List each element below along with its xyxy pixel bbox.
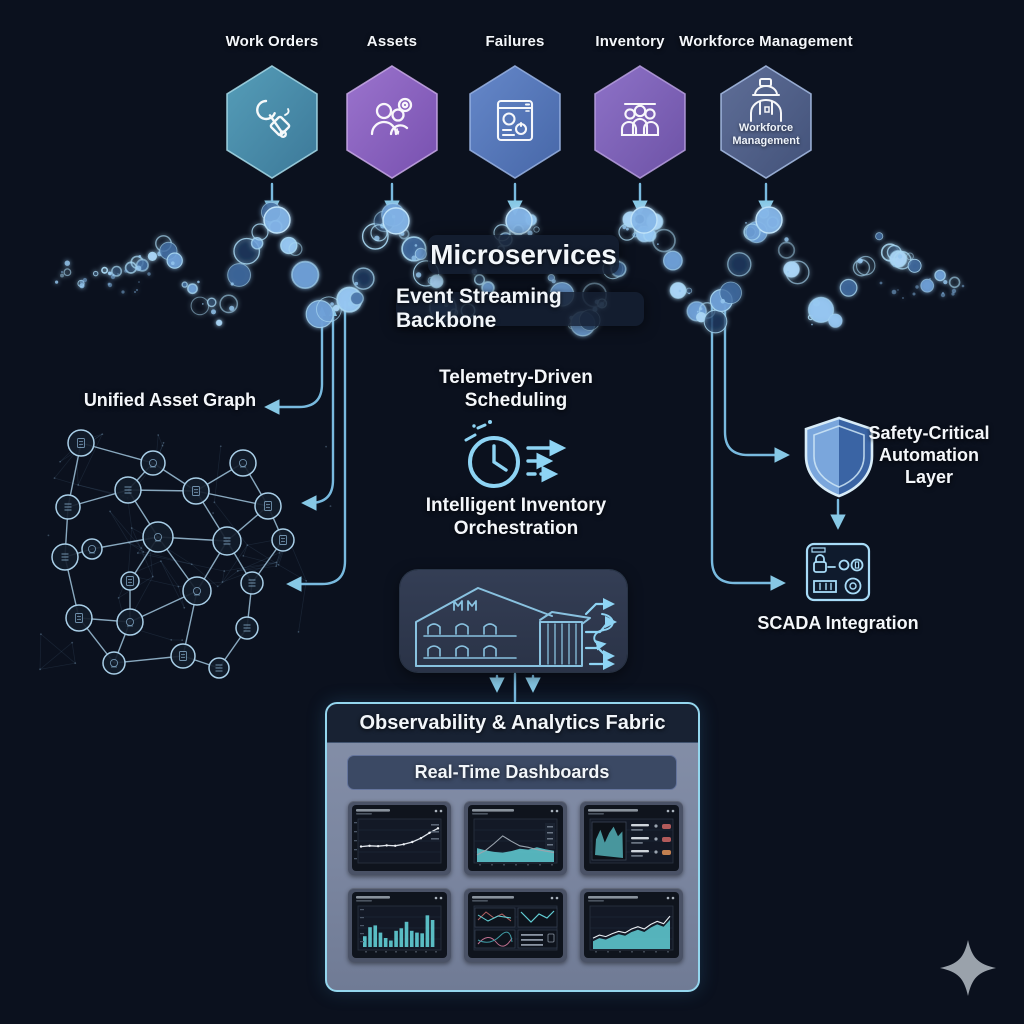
sparkle-icon <box>940 940 996 996</box>
workforce-hexagon-text: Workforce Management <box>732 122 800 147</box>
hexagon-failures <box>469 65 561 179</box>
dashboard-thumbnail <box>580 801 683 875</box>
hexagon-label-work-orders: Work Orders <box>225 33 319 50</box>
realtime-dashboards-bar: Real-Time Dashboards <box>347 755 677 790</box>
dashboard-thumbnail <box>348 801 451 875</box>
asset-graph-title: Unified Asset Graph <box>83 390 257 410</box>
inventory-team-icon <box>620 102 660 137</box>
microservices-badge: Microservices <box>428 235 619 274</box>
dashboard-thumbnail <box>348 888 451 962</box>
hexagon-label-workforce: Workforce Management <box>679 33 853 50</box>
dashboard-thumbnail <box>580 888 683 962</box>
hexagon-workforce-management <box>720 65 812 179</box>
hexagon-label-inventory: Inventory <box>595 33 665 50</box>
dashboard-thumbnail <box>464 801 567 875</box>
asset-graph <box>39 429 332 679</box>
orchestration-title: Intelligent Inventory Orchestration <box>425 495 607 539</box>
scada-title: SCADA Integration <box>757 613 919 633</box>
shield-icon <box>804 416 874 498</box>
clock-speed-icon <box>464 420 567 488</box>
hexagon-assets <box>346 65 438 179</box>
event-streaming-badge: Event Streaming Backbone <box>396 285 644 332</box>
observability-panel: Observability & Analytics Fabric Real-Ti… <box>325 702 700 992</box>
hexagon-inventory <box>594 65 686 179</box>
worker-icon <box>750 78 782 122</box>
wrench-icon <box>256 99 291 138</box>
scheduling-title: Telemetry-Driven Scheduling <box>439 367 593 411</box>
hexagon-label-assets: Assets <box>366 33 418 50</box>
hexagon-label-failures: Failures <box>485 33 545 50</box>
dashboard-thumbnail <box>464 888 567 962</box>
control-panel-icon <box>805 542 871 602</box>
hexagon-row <box>226 65 812 179</box>
safety-layer-title: Safety-Critical Automation Layer <box>868 423 990 487</box>
inventory-orchestration-panel <box>400 570 627 672</box>
observability-header: Observability & Analytics Fabric <box>327 704 698 743</box>
assets-people-icon <box>370 97 413 136</box>
hexagon-work-orders <box>226 65 318 179</box>
failure-report-icon <box>496 99 534 142</box>
warehouse-routing-icon <box>415 587 618 671</box>
